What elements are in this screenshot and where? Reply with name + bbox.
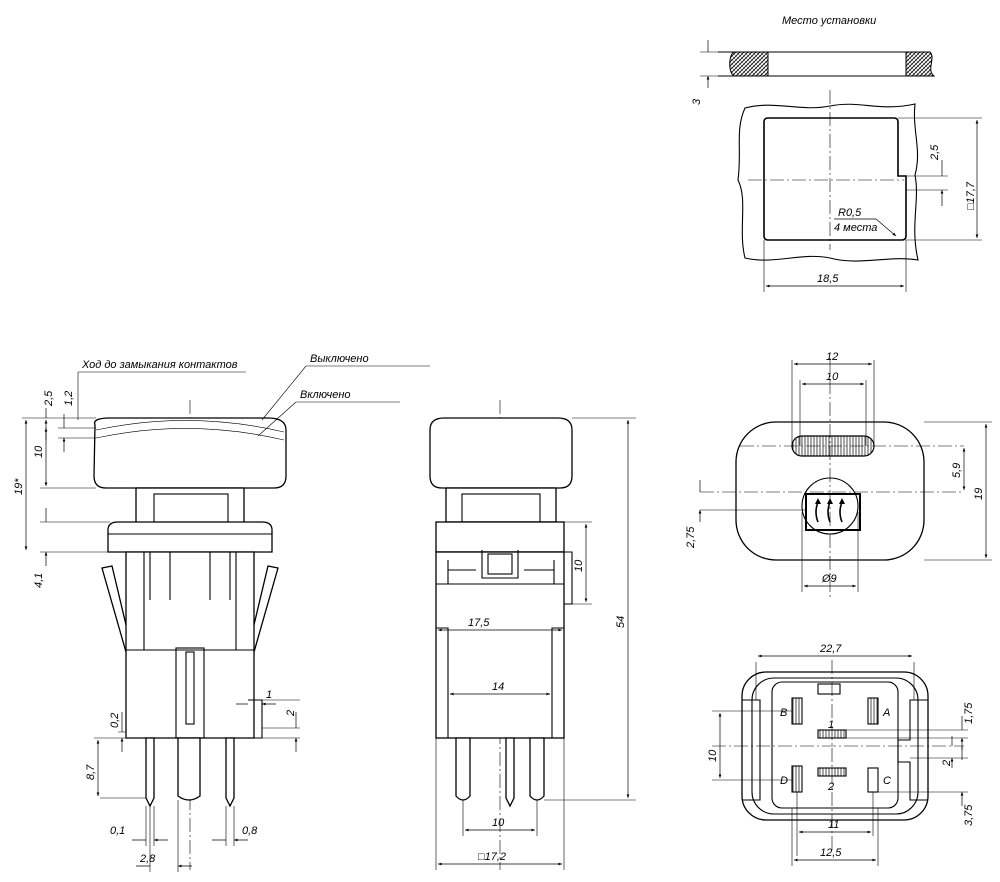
bottom-view: B A 1 D 2 C 22,7 10 1,75 2 3,75 11 12,5 [707,643,975,866]
flange [107,521,273,553]
housing [125,551,255,739]
terminal-1 [817,729,847,739]
top-dim-2-75: 2,75 [685,526,697,549]
pin-center [177,737,201,801]
front-dim-10-top: 10 [573,559,585,572]
top-dim-10: 10 [826,371,839,383]
top-view: 12 10 5,9 19 2,75 Ø9 [685,351,992,600]
dim-radius: R0,5 [838,207,862,219]
dim-0-2: 0,2 [109,713,121,728]
dim-thickness: 3 [691,98,703,105]
dim-1-2: 1,2 [63,391,75,406]
panel-outline [737,103,919,262]
label-c: C [883,775,891,787]
panel-section-right [905,51,936,77]
bottom-dim-12-5: 12,5 [820,847,842,859]
heater-symbol-icon [805,493,861,531]
dim-1: 1 [266,689,272,701]
terminal-a [867,697,879,725]
bottom-dim-11: 11 [828,819,839,831]
radius-note: 4 места [834,222,877,234]
top-dim-5-9: 5,9 [951,463,963,478]
label-b: B [780,707,787,719]
front-cap [429,417,573,489]
dim-8-7: 8,7 [85,764,97,780]
front-pin-2 [505,737,515,808]
top-dim-19: 19 [973,488,985,500]
front-dim-14: 14 [492,681,504,693]
front-dim-54: 54 [615,616,627,628]
label-d: D [780,775,788,787]
terminal-d [791,765,803,793]
bottom-dim-2: 2 [941,760,953,767]
pin-right [225,737,235,808]
dim-2: 2 [285,710,297,717]
front-pin-3 [529,737,545,801]
label-1: 1 [828,719,834,731]
off-label: Выключено [310,353,369,365]
dim-2-5: 2,5 [43,390,55,407]
front-dim-17-5: 17,5 [468,617,490,629]
dim-0-8: 0,8 [242,825,258,837]
terminal-2 [817,767,847,777]
bottom-dim-3-75: 3,75 [963,804,975,826]
front-housing [435,551,565,739]
pin-left [145,737,155,808]
panel-section-left [729,51,769,77]
front-dim-10-bottom: 10 [492,817,505,829]
dim-2-8: 2,8 [139,853,156,865]
label-a: A [882,707,890,719]
dim-slot: 2,5 [929,144,941,161]
bottom-dim-22-7: 22,7 [819,643,842,655]
mount-title: Место установки [782,15,876,27]
panel-lines [718,51,735,77]
bottom-dim-10: 10 [707,749,719,762]
travel-label: Ход до замыкания контактов [81,359,238,371]
terminal-b [791,697,803,725]
label-2: 2 [827,781,834,793]
front-dim-17-2: □17,2 [478,851,506,863]
side-view: Ход до замыкания контактов Выключено Вкл… [13,353,430,872]
cutout-square [763,117,907,241]
dim-10: 10 [33,445,45,458]
top-dim-diam9: Ø9 [821,573,837,585]
on-label: Включено [300,389,351,401]
dim-0-1: 0,1 [110,825,125,837]
dim-4-1: 4,1 [33,573,45,588]
dim-square: □17,7 [965,181,977,210]
dim-width: 18,5 [817,273,839,285]
front-view: 10 17,5 14 54 10 □17,2 [429,400,636,870]
symbol-circle [801,477,859,535]
mounting-cutout: Место установки 3 2,5 □17,7 R0,5 4 места… [691,15,982,292]
top-dim-12: 12 [826,351,838,363]
front-flange [435,521,565,553]
front-pin-1 [455,737,471,801]
cap [93,417,287,489]
dim-19: 19* [13,478,25,495]
bottom-dim-1-75: 1,75 [963,702,975,724]
